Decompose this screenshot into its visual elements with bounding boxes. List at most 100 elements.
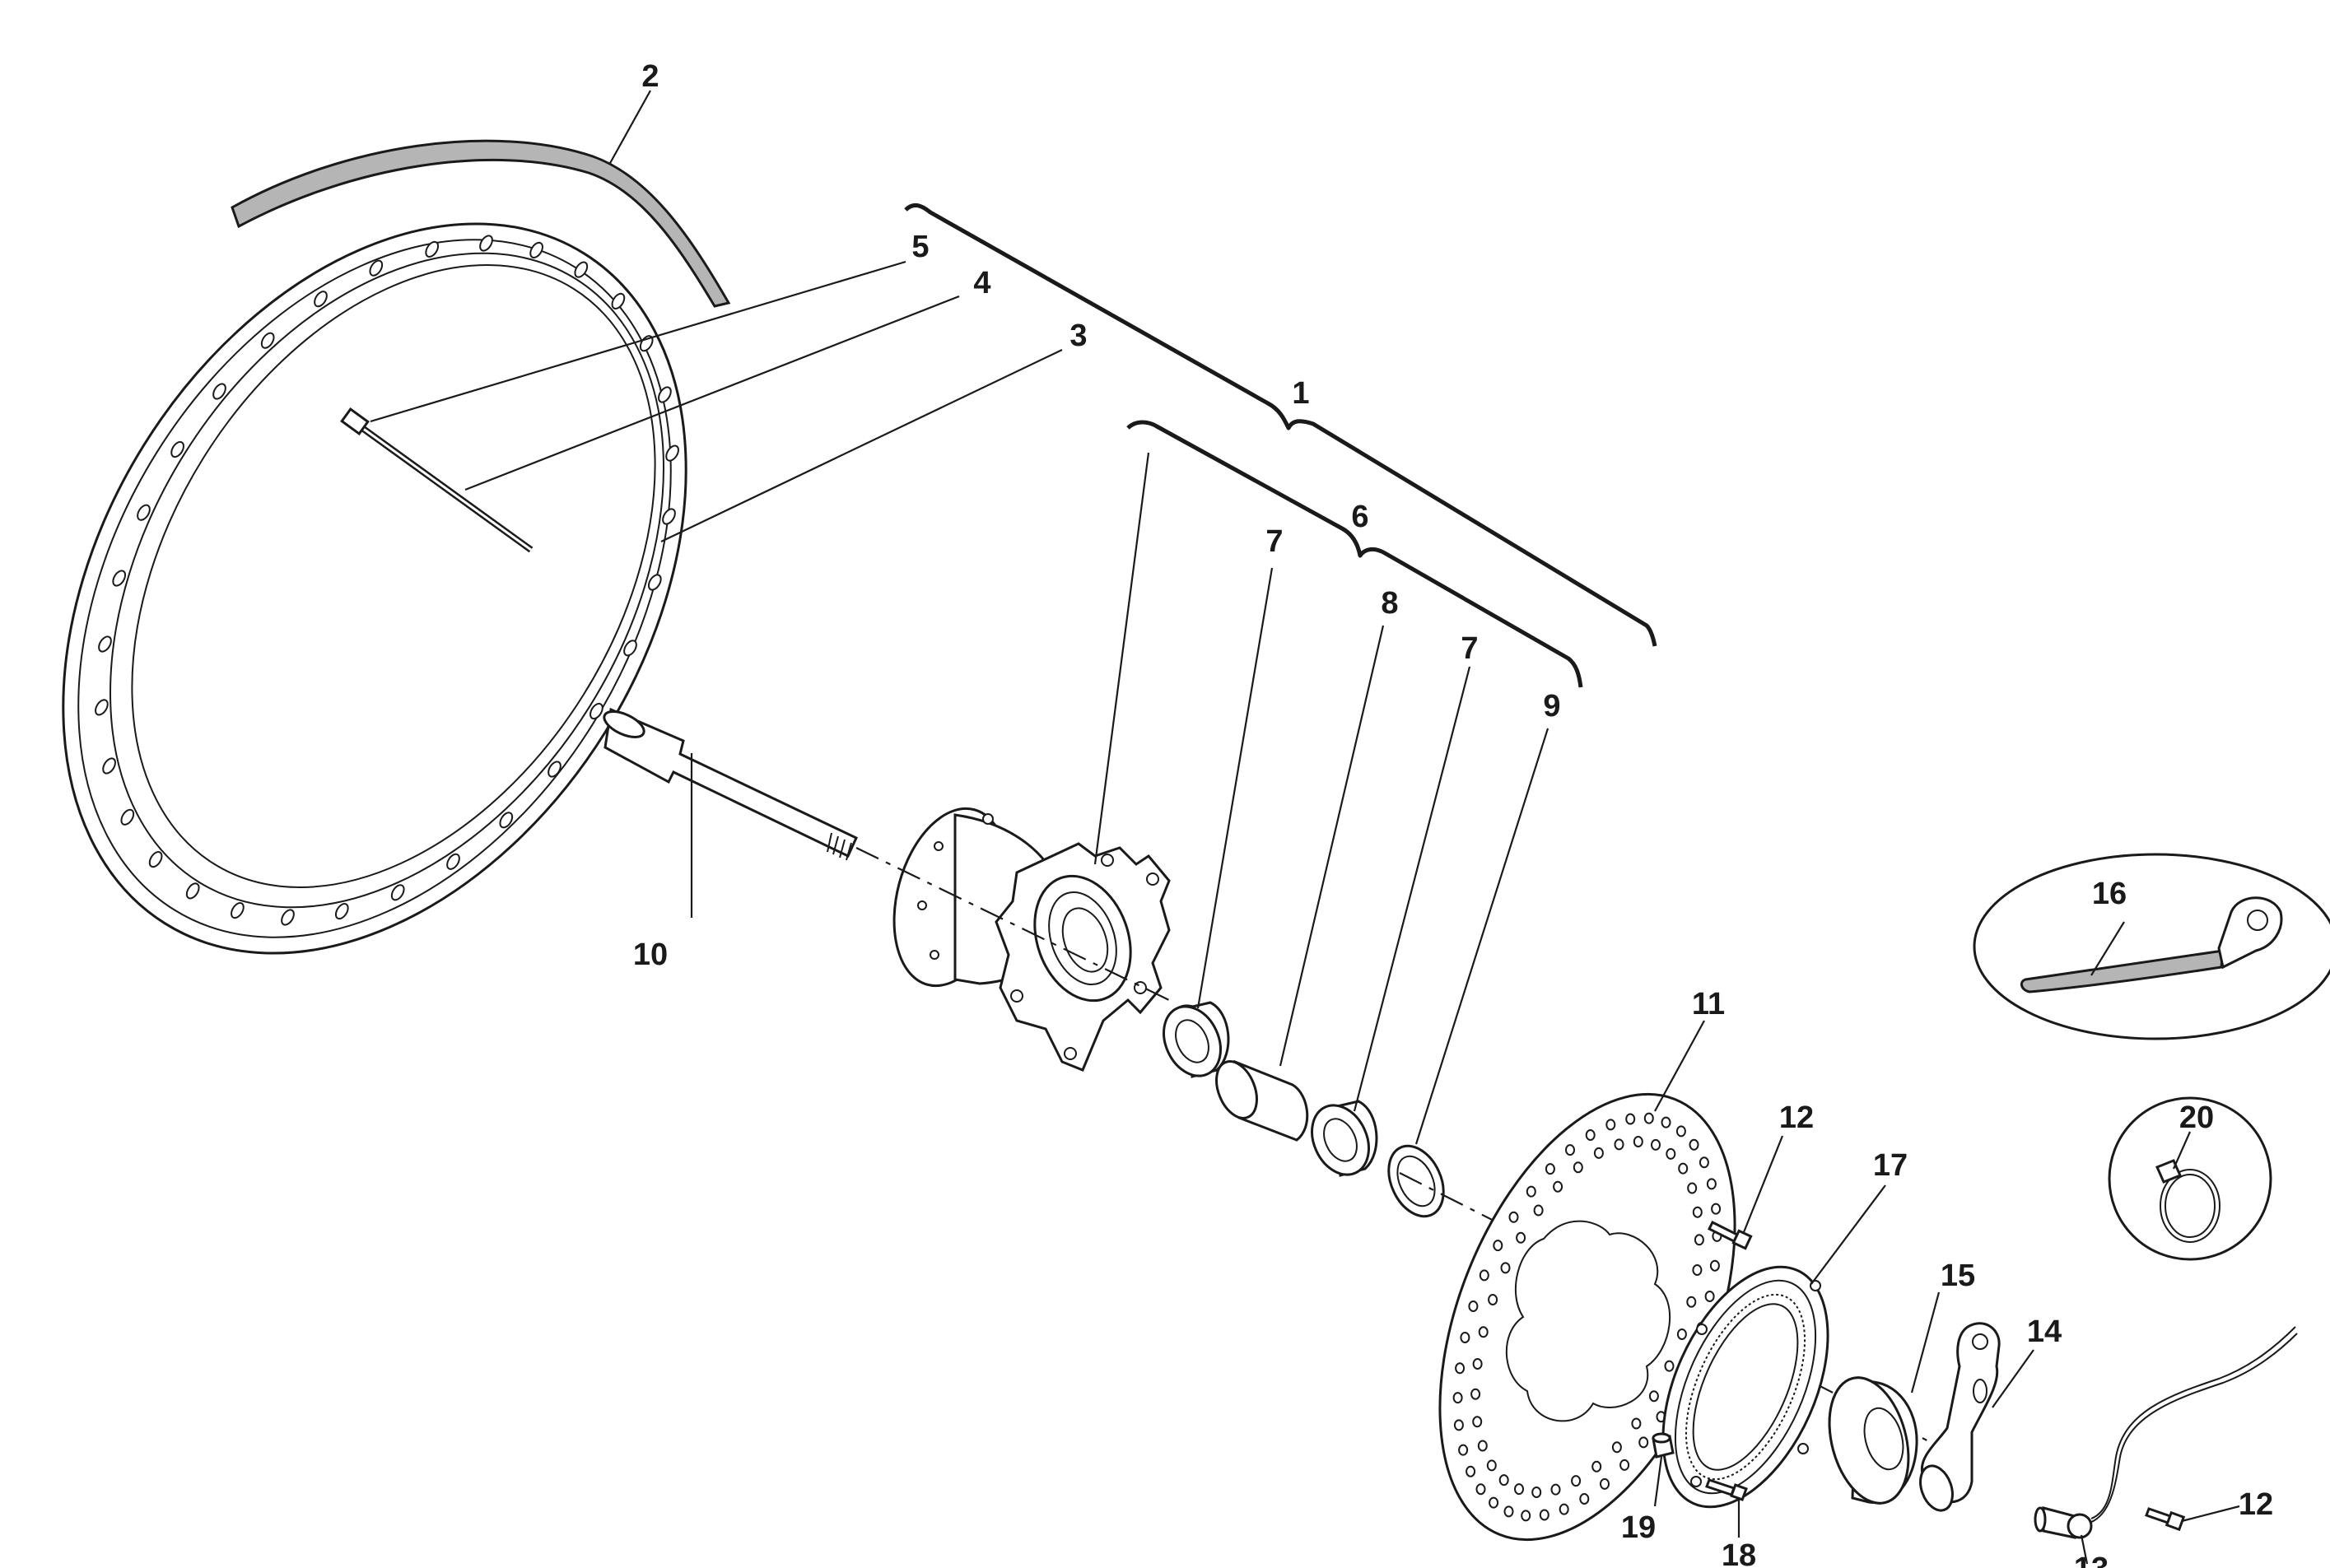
disc-vent-hole <box>1466 1465 1476 1477</box>
rim-spoke-hole <box>231 902 245 919</box>
label-3: 3 <box>1069 319 1087 353</box>
disc-vent-hole <box>1489 1496 1499 1509</box>
rim-spoke-hole <box>662 508 676 525</box>
rim-spoke-hole <box>665 444 679 462</box>
disc-vent-hole <box>1488 1294 1498 1305</box>
label-1: 1 <box>1292 376 1309 411</box>
disc-vent-hole <box>1593 1147 1604 1159</box>
label-7a: 7 <box>1265 524 1283 559</box>
disc-vent-hole <box>1514 1483 1524 1496</box>
disc-vent-hole <box>1550 1483 1561 1496</box>
bracket-assembly-6 <box>1126 420 1583 688</box>
disc-vent-hole <box>1611 1441 1622 1454</box>
abs-sensor <box>2034 1326 2298 1539</box>
sensor-bracket <box>1919 1322 2001 1512</box>
label-14: 14 <box>2027 1314 2062 1349</box>
disc-vent-hole <box>1571 1475 1582 1487</box>
disc-vent-hole <box>1539 1509 1549 1521</box>
spacer-tube <box>1215 1059 1309 1142</box>
rim-spoke-hole <box>212 383 226 400</box>
disc-vent-hole <box>1531 1487 1542 1498</box>
leader-lines <box>370 90 2240 1565</box>
disc-vent-hole <box>1498 1474 1509 1487</box>
label-8: 8 <box>1381 586 1398 621</box>
disc-vent-hole <box>1526 1185 1536 1198</box>
label-12a: 12 <box>1779 1100 1814 1135</box>
disc-vent-hole <box>1453 1419 1464 1431</box>
disc-vent-hole <box>1709 1259 1720 1272</box>
label-9: 9 <box>1543 689 1560 724</box>
label-5: 5 <box>911 230 929 264</box>
rim-spoke-hole <box>98 635 112 653</box>
disc-vent-hole <box>1694 1234 1704 1246</box>
disc-vent-hole <box>1486 1459 1497 1472</box>
disc-vent-hole <box>1686 1296 1697 1308</box>
disc-vent-hole <box>1605 1119 1616 1131</box>
rim-spoke-hole <box>548 761 562 778</box>
disc-vent-hole <box>1478 1326 1489 1338</box>
label-12b: 12 <box>2239 1487 2273 1522</box>
axle <box>603 707 858 861</box>
disc-vent-hole <box>1661 1116 1671 1128</box>
disc-vent-hole <box>1533 1204 1544 1217</box>
disc-vent-hole <box>1452 1392 1463 1404</box>
disc-vent-hole <box>1666 1147 1676 1160</box>
label-19: 19 <box>1621 1510 1656 1545</box>
label-10: 10 <box>633 938 668 972</box>
disc-vent-hole <box>1692 1206 1703 1218</box>
rim-spoke-hole <box>95 699 109 716</box>
rim-spoke-hole <box>647 574 662 591</box>
disc-vent-hole <box>1706 1178 1717 1190</box>
label-4: 4 <box>973 266 990 300</box>
label-18: 18 <box>1722 1538 1756 1568</box>
disc-vent-hole <box>1503 1505 1514 1518</box>
label-11: 11 <box>1692 987 1725 1021</box>
rim-spoke-hole <box>589 702 603 720</box>
spoke-nipple <box>340 407 370 436</box>
disc-vent-hole <box>1468 1300 1479 1312</box>
disc-vent-hole <box>1508 1211 1519 1223</box>
inset-strap <box>1973 853 2330 1040</box>
label-13: 13 <box>2074 1552 2109 1568</box>
disc-vent-hole <box>1477 1440 1488 1452</box>
bracket-assembly-1 <box>904 202 1657 647</box>
rim-spoke-hole <box>574 261 589 278</box>
bearing-right <box>1311 1100 1378 1177</box>
disc-vent-hole <box>1651 1138 1661 1151</box>
disc-vent-hole <box>1648 1390 1659 1403</box>
callout-labels: 2 5 4 3 1 6 7 8 7 9 10 11 12 17 15 14 12… <box>633 59 2273 1568</box>
disc-vent-hole <box>1591 1460 1602 1473</box>
tone-ring-screw <box>1705 1478 1748 1501</box>
disc-vent-hole <box>1614 1138 1624 1151</box>
disc-vent-hole <box>1711 1203 1722 1215</box>
disc-vent-hole <box>1600 1477 1610 1490</box>
rim-spoke-hole <box>148 851 163 868</box>
disc-vent-hole <box>1475 1483 1486 1496</box>
dust-cover <box>1828 1376 1918 1505</box>
rim-spoke-hole <box>479 235 493 252</box>
rim-spoke-hole <box>425 240 440 258</box>
rim-spoke-hole <box>314 291 328 308</box>
disc-vent-hole <box>1689 1138 1699 1151</box>
abs-tone-ring <box>1661 1265 1829 1509</box>
rim-spoke-hole <box>499 812 514 829</box>
rim-spoke-hole <box>112 570 127 587</box>
disc-vent-hole <box>1704 1291 1715 1302</box>
disc-vent-hole <box>1559 1503 1569 1515</box>
rim-spoke-hole <box>611 292 626 309</box>
disc-vent-hole <box>1664 1360 1675 1372</box>
rim-spoke-hole <box>170 440 184 458</box>
rim-spoke-hole <box>102 757 116 775</box>
disc-vent-hole <box>1675 1125 1686 1138</box>
rim-spoke-hole <box>658 386 672 403</box>
rim-spoke-hole <box>120 808 135 826</box>
sensor-bolt <box>2145 1507 2186 1532</box>
disc-vent-hole <box>1521 1510 1531 1522</box>
rim-spoke-hole <box>260 332 275 349</box>
disc-vent-hole <box>1472 1416 1483 1428</box>
label-6: 6 <box>1351 500 1368 534</box>
disc-vent-hole <box>1643 1112 1654 1124</box>
rim-spoke-hole <box>369 259 384 277</box>
disc-vent-hole <box>1633 1136 1643 1147</box>
